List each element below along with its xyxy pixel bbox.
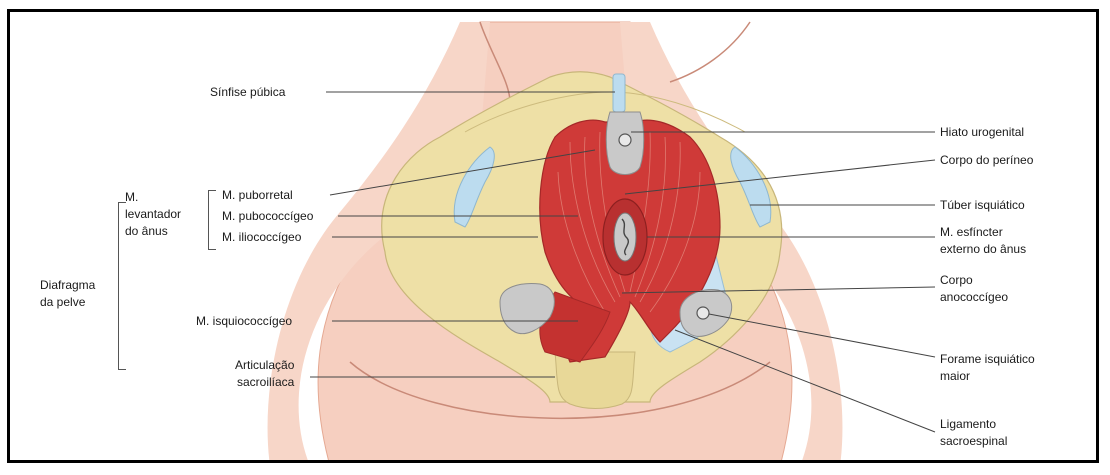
label-sinfise-pubica: Sínfise púbica	[210, 85, 285, 99]
label-pubococcigeo: M. pubococcígeo	[222, 209, 313, 223]
label-diafragma-line1: Diafragma	[40, 278, 95, 292]
label-diafragma-line2: da pelve	[40, 295, 85, 309]
pubic-symphysis	[613, 74, 625, 112]
label-corpo-perineo: Corpo do períneo	[940, 153, 1033, 167]
label-levantador-line2: levantador	[125, 207, 181, 221]
label-corpo-anococcigeo-line2: anococcígeo	[940, 290, 1008, 304]
label-forame-line2: maior	[940, 369, 970, 383]
label-levantador-line1: M.	[125, 190, 138, 204]
thigh-right-line	[670, 22, 750, 82]
label-forame-line1: Forame isquiático	[940, 352, 1035, 366]
label-ligamento-line2: sacroespinal	[940, 434, 1007, 448]
label-esfincter-line2: externo do ânus	[940, 242, 1026, 256]
label-isquiococcigeo: M. isquiococcígeo	[196, 314, 292, 328]
urethra-opening	[619, 134, 631, 146]
label-tuber-isquiatico: Túber isquiático	[940, 198, 1025, 212]
label-levantador-line3: do ânus	[125, 224, 168, 238]
label-corpo-anococcigeo-line1: Corpo	[940, 273, 973, 287]
label-iliococcigeo: M. iliococcígeo	[222, 230, 301, 244]
label-articulacao-line1: Articulação	[235, 358, 294, 372]
sciatic-foramen-marker	[697, 307, 709, 319]
label-puborretal: M. puborretal	[222, 188, 293, 202]
label-articulacao-line2: sacroilíaca	[237, 375, 294, 389]
pelvic-floor-illustration	[10, 12, 1099, 463]
diagram-frame: Sínfise púbica Hiato urogenital Corpo do…	[7, 9, 1099, 463]
sacrum	[555, 352, 635, 409]
levator-bracket	[208, 190, 216, 250]
label-ligamento-line1: Ligamento	[940, 417, 996, 431]
label-esfincter-line1: M. esfíncter	[940, 225, 1003, 239]
label-hiato-urogenital: Hiato urogenital	[940, 125, 1024, 139]
